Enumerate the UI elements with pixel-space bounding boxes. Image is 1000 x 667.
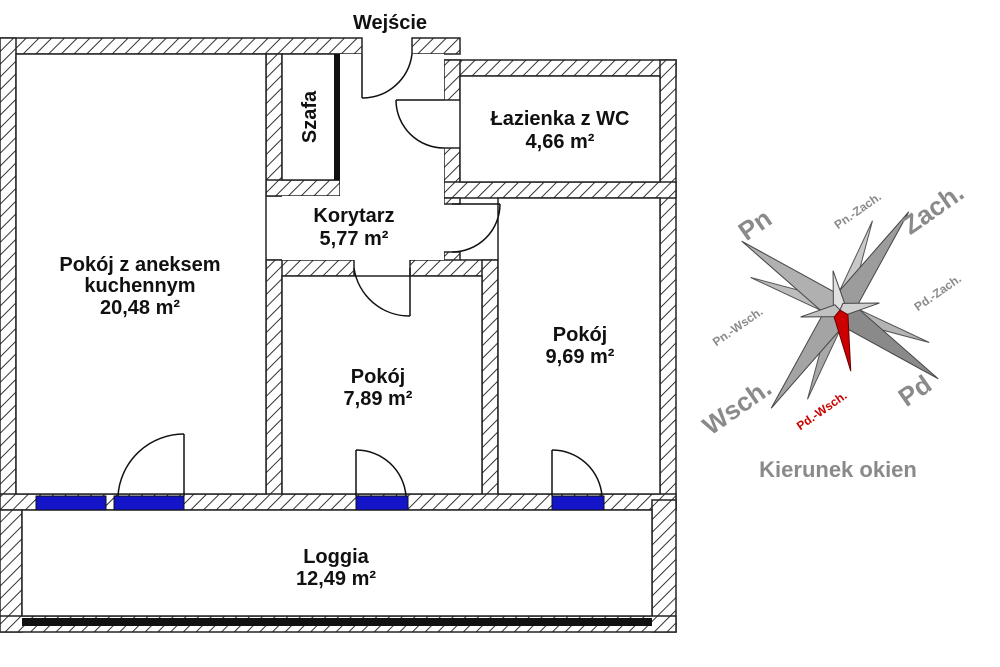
closet-rod (334, 54, 340, 180)
corridor-area (282, 54, 444, 260)
wall-bath-bottom (443, 181, 677, 199)
middle-balcony-door (355, 449, 407, 497)
right-balcony-door (551, 449, 603, 497)
right-room-name: Pokój (553, 324, 607, 346)
middle-room-name: Pokój (351, 366, 405, 388)
wall-top-left (0, 37, 363, 55)
living-name-line1: Pokój z aneksem (59, 254, 220, 276)
entrance-label: Wejście (353, 12, 427, 34)
wall-closet-left (265, 53, 283, 197)
bathroom-area (459, 75, 661, 183)
closet-label: Szafa (299, 90, 321, 143)
compass-highlight-ray (833, 309, 852, 372)
closet-area (281, 53, 341, 181)
living-balcony-door (117, 433, 185, 497)
compass-label-nw-small: Pn.-Zach. (832, 189, 884, 231)
living-name-line2: kuchennym (84, 275, 195, 297)
windows (35, 495, 605, 511)
living-area-label: 20,48 m² (100, 297, 180, 319)
right-room-area-label: 9,69 m² (546, 346, 615, 368)
compass-label-n: Pn (733, 203, 777, 247)
window-living-1 (35, 495, 107, 511)
wall-loggia-right (651, 499, 677, 633)
corridor-name: Korytarz (313, 205, 394, 227)
wall-left-outer (0, 37, 17, 509)
wall-loggia-left (0, 509, 23, 633)
bathroom-name: Łazienka z WC (491, 108, 630, 130)
loggia-area (21, 509, 653, 617)
right-room-area (497, 197, 661, 495)
compass-label-ne-small: Pn.-Wsch. (710, 304, 766, 349)
middle-room-area-label: 7,89 m² (344, 388, 413, 410)
wall-bath-left-upper (443, 59, 461, 101)
loggia-rail (22, 618, 652, 626)
living-room-area (15, 53, 267, 495)
window-right (551, 495, 605, 511)
corridor-area-label: 5,77 m² (320, 228, 389, 250)
bathroom-door (395, 99, 445, 149)
wall-mid-right (481, 259, 499, 509)
right-room-door (451, 203, 501, 253)
window-middle (355, 495, 409, 511)
wall-corridor-right (443, 197, 461, 205)
wall-top-entrance-right (411, 37, 461, 55)
wall-right-upper (659, 59, 677, 509)
room-fills (15, 53, 661, 617)
wall-mid-left (265, 259, 283, 509)
compass-label-s: Pd (893, 369, 937, 413)
wall-bath-top (443, 59, 677, 77)
loggia-name: Loggia (303, 546, 369, 568)
compass-label-e: Wsch. (697, 372, 777, 440)
middle-room-door (353, 267, 411, 317)
wall-closet-bottom (265, 179, 341, 197)
entrance-door (361, 53, 413, 99)
compass-rose (741, 211, 939, 409)
compass-major-rays (741, 211, 939, 409)
loggia-area-label: 12,49 m² (296, 568, 376, 590)
doors (117, 53, 603, 497)
window-living-2 (113, 495, 185, 511)
compass-title: Kierunek okien (759, 457, 917, 482)
compass-label-w: Zach. (896, 177, 969, 241)
compass-label-se-small: Pd.-Wsch. (794, 388, 850, 433)
bathroom-area-label: 4,66 m² (526, 131, 595, 153)
compass-label-sw-small: Pd.-Zach. (912, 271, 964, 313)
